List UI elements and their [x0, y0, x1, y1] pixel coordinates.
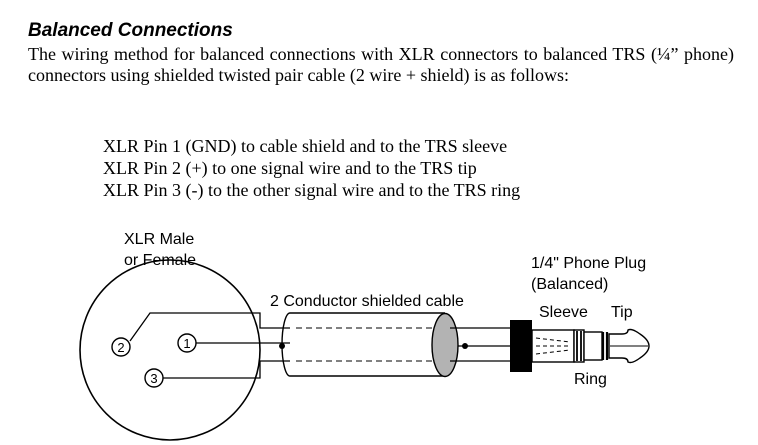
shield-junction-dot [279, 343, 285, 349]
plug-label: (Balanced) [531, 276, 608, 293]
plug-ring [583, 331, 603, 361]
ring-label: Ring [574, 371, 607, 388]
shielded-cable [279, 312, 468, 378]
xlr-label: XLR Male [124, 231, 194, 248]
xlr-label: or Female [124, 252, 196, 269]
cable-outline [281, 312, 445, 377]
xlr-body [79, 259, 261, 441]
pin-connection-list: XLR Pin 1 (GND) to cable shield and to t… [103, 135, 520, 201]
xlr-pin-2 [111, 337, 131, 357]
pin-connection-item: XLR Pin 1 (GND) to cable shield and to t… [103, 136, 508, 156]
xlr-pin-2-number: 2 [117, 340, 124, 355]
plug-insulator [573, 329, 585, 363]
xlr-wires [129, 312, 290, 379]
pin-2-wire [129, 312, 290, 342]
intro-paragraph: The wiring method for balanced connectio… [28, 44, 734, 85]
xlr-connector: 2 1 3 [79, 259, 261, 441]
plug-wires [450, 327, 512, 362]
plug-label: 1/4" Phone Plug [531, 255, 646, 272]
plug-inner-line [535, 349, 571, 355]
pin-3-wire [163, 360, 290, 379]
phone-plug [510, 320, 650, 372]
xlr-pin-1-number: 1 [183, 336, 190, 351]
section-heading: Balanced Connections [28, 20, 233, 41]
cable-label: 2 Conductor shielded cable [270, 293, 464, 310]
pin-connection-item: XLR Pin 3 (-) to the other signal wire a… [103, 180, 521, 200]
tip-label: Tip [611, 304, 633, 321]
plug-handle [510, 320, 532, 372]
sleeve-label: Sleeve [539, 304, 588, 321]
plug-inner-line [535, 337, 571, 343]
pin-connection-item: XLR Pin 2 (+) to one signal wire and to … [103, 158, 477, 178]
cable-end-shield [431, 312, 459, 378]
xlr-pin-3-number: 3 [150, 371, 157, 386]
